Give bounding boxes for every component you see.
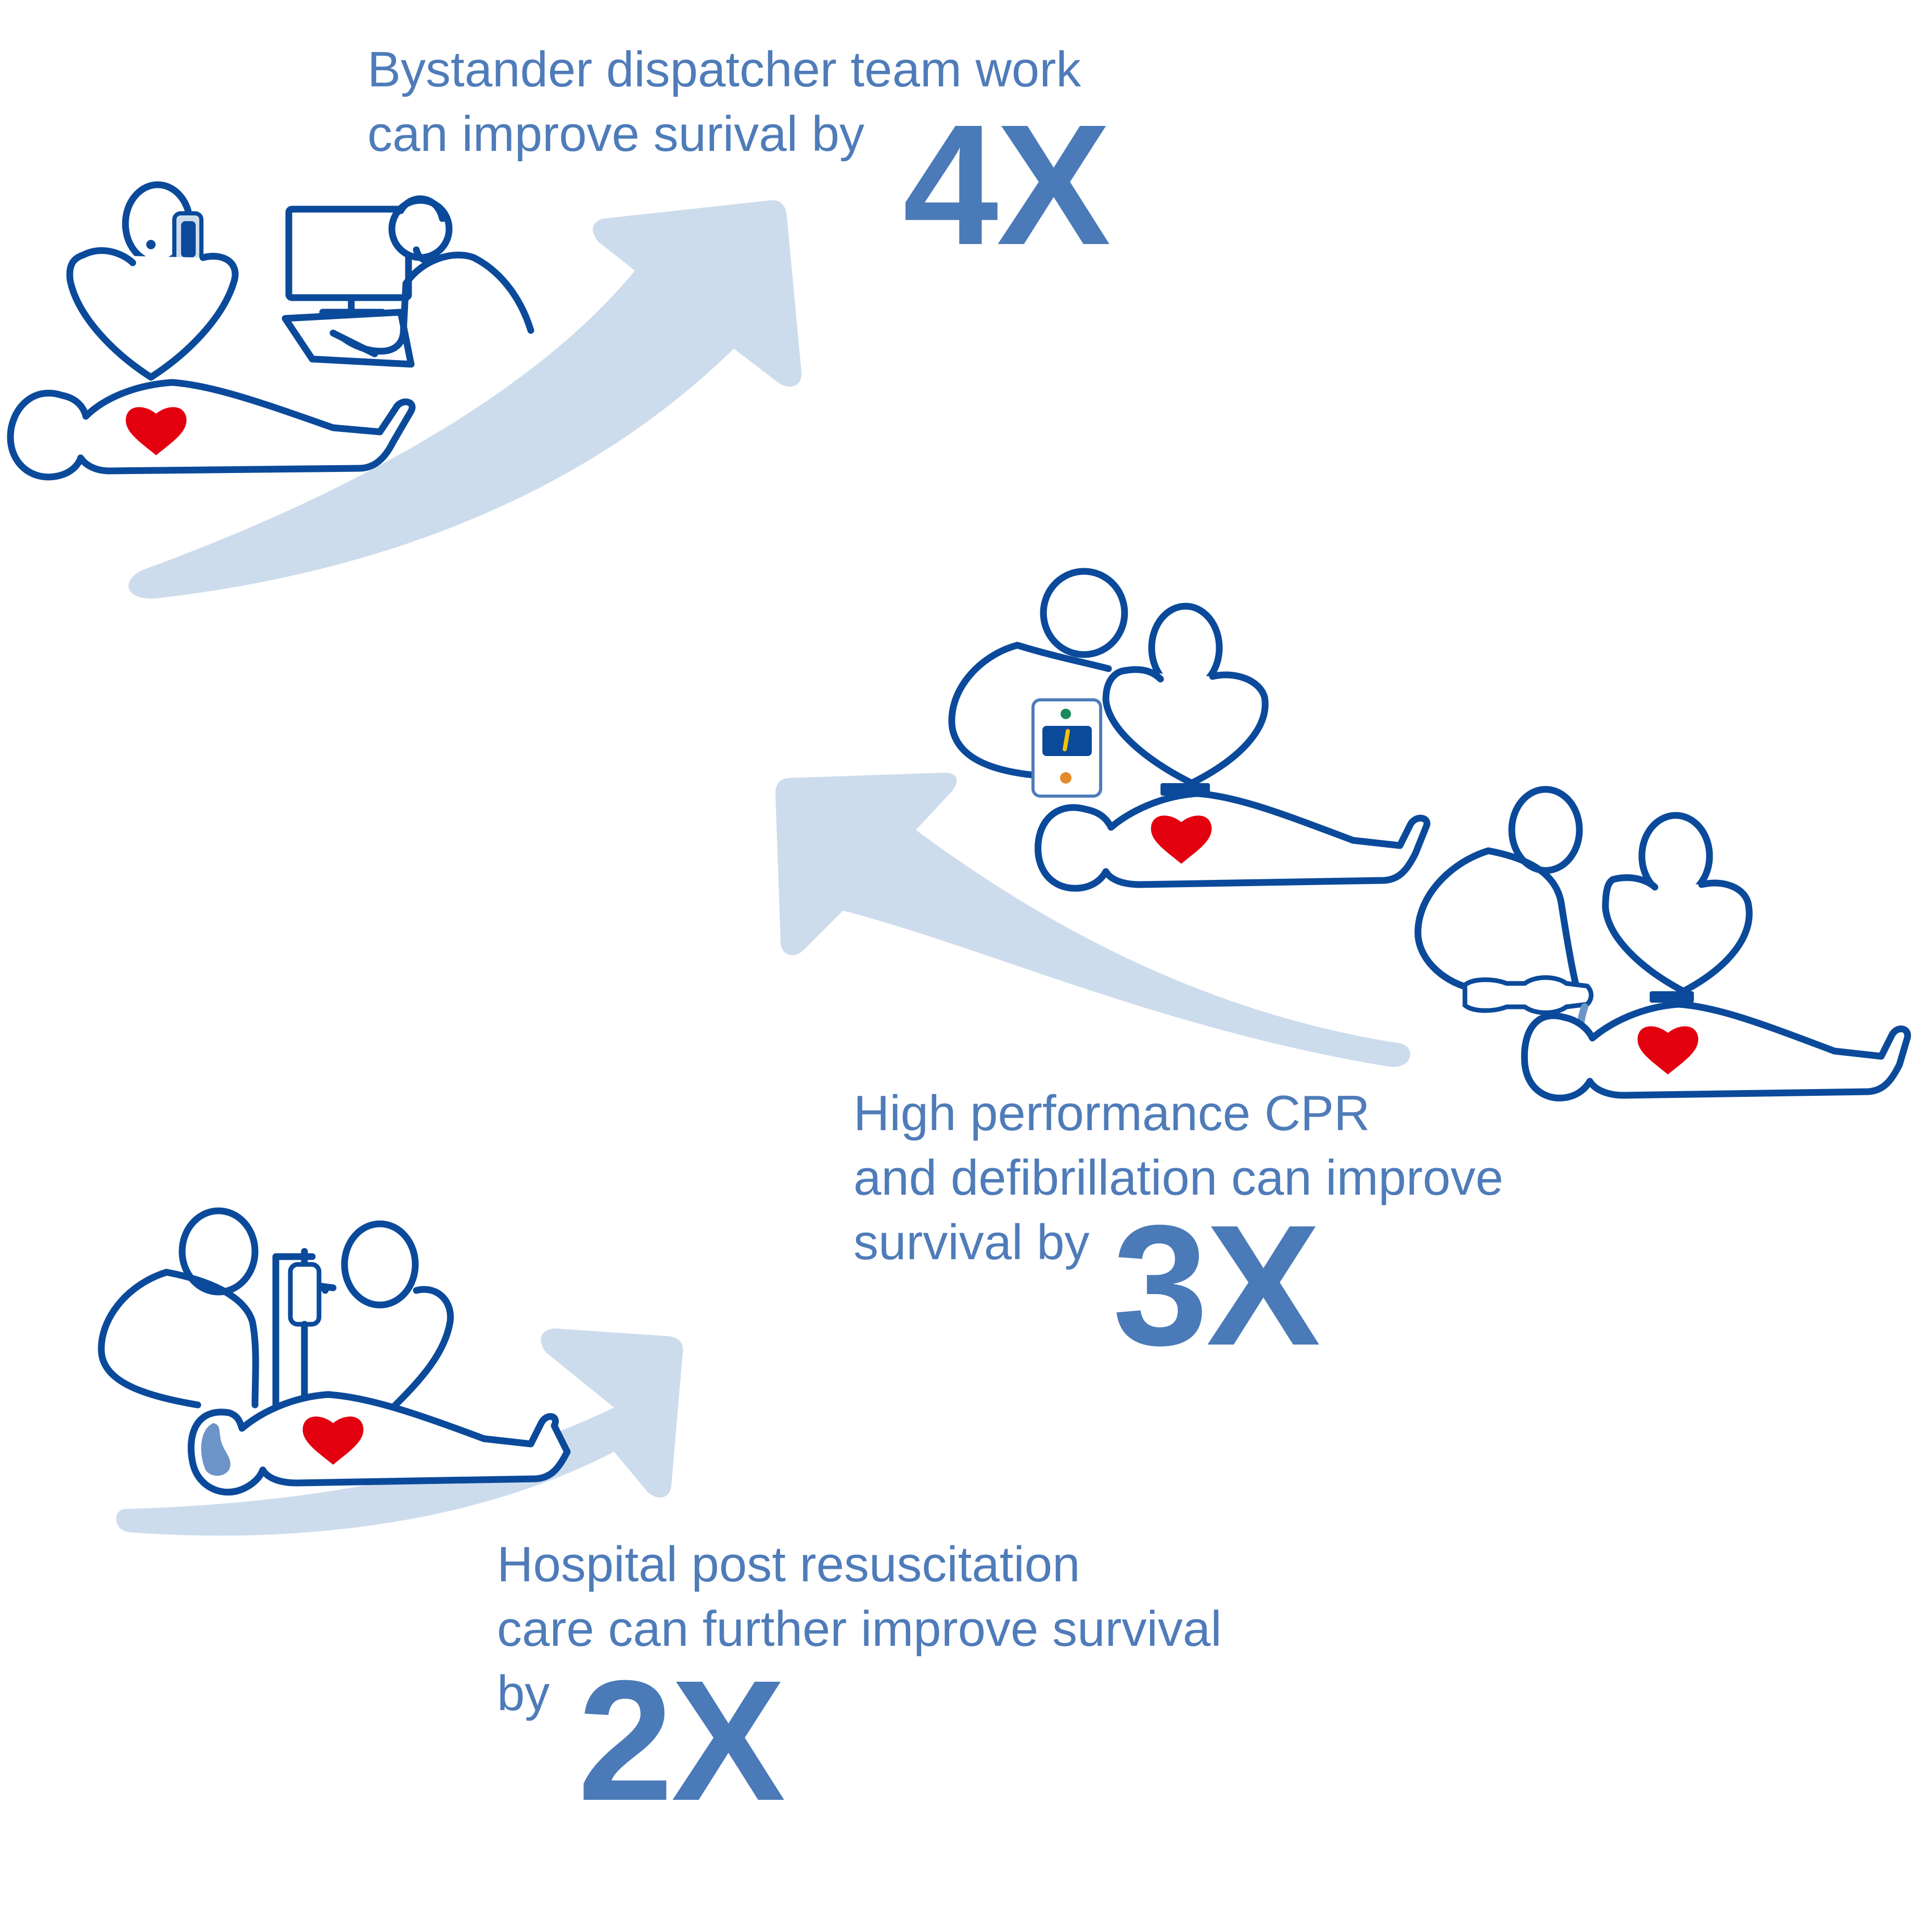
step-3-caption: Hospital post resuscitation care can fur… — [497, 1532, 1222, 1726]
step-3-line-2: care can further improve survival — [497, 1601, 1222, 1657]
cpr-defibrillation-team-icon — [948, 568, 1431, 892]
step-2-caption: High performance CPR and defibrillation … — [853, 1081, 1503, 1275]
step-2-multiplier: 3X — [1113, 1189, 1321, 1381]
arrow-up-left-middle — [775, 773, 1410, 1067]
arrow-up-right-bottom — [116, 1328, 683, 1536]
hospital-care-icon — [98, 1207, 571, 1496]
step-1-multiplier: 4X — [903, 88, 1111, 280]
bystander-phone-dispatcher-icon — [7, 181, 534, 481]
bag-valve-team-icon — [1414, 786, 1911, 1102]
step-1-caption: Bystander dispatcher team work can impro… — [367, 37, 1081, 167]
arrow-up-right-top — [129, 200, 802, 599]
step-2-line-1: High performance CPR — [853, 1085, 1370, 1141]
step-3-line-3: by — [497, 1666, 550, 1721]
step-2-line-2: and defibrillation can improve — [853, 1150, 1503, 1206]
step-1-line-2: can improve surival by — [367, 106, 865, 162]
step-2-line-3: survival by — [853, 1214, 1090, 1270]
step-3-multiplier: 2X — [578, 1644, 786, 1836]
step-1-line-1: Bystander dispatcher team work — [367, 42, 1081, 97]
step-3-line-1: Hospital post resuscitation — [497, 1537, 1080, 1592]
